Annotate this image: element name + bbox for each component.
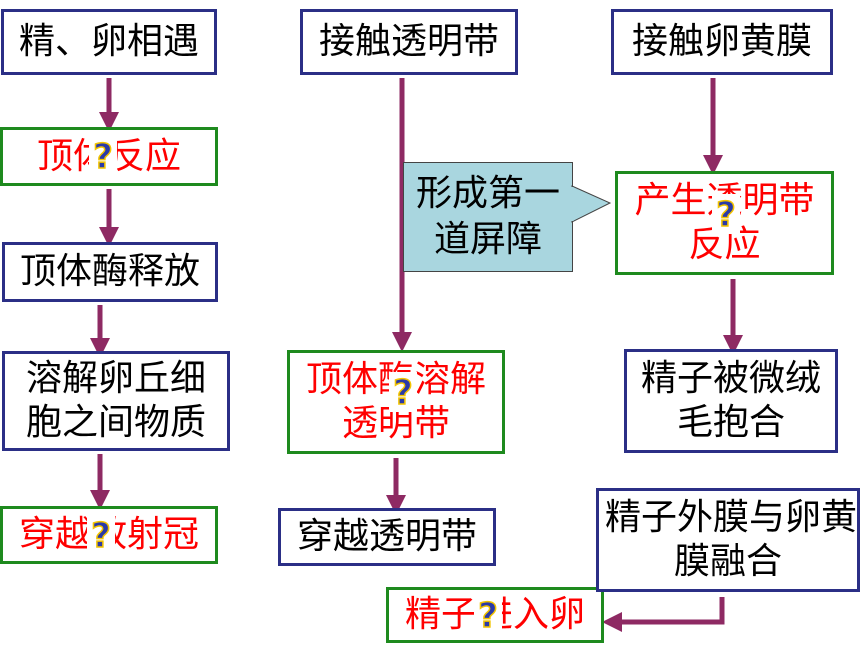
box-membrane-fusion: 精子外膜与卵黄 膜融合 [596, 488, 860, 592]
arrow-right-3 [602, 597, 725, 632]
question-mark-icon: ? [712, 194, 740, 234]
box-label-line1: 溶解卵丘细 [25, 358, 206, 399]
question-mark-icon: ? [389, 372, 417, 412]
box-zona-reaction: 产生透明带 反应 [615, 171, 834, 275]
box-label: 精、卵相遇 [18, 21, 199, 62]
box-cross-zona: 穿越透明带 [278, 508, 496, 566]
box-label-line2: 膜融合 [673, 541, 782, 582]
svg-text:?: ? [91, 517, 111, 553]
box-label-line2: 毛抱合 [676, 402, 785, 443]
box-label-line2: 胞之间物质 [25, 402, 206, 443]
callout-line1: 形成第一 [415, 173, 560, 214]
question-mark-icon: ? [89, 136, 117, 176]
callout-line2: 道屏障 [433, 219, 542, 260]
box-label: 穿越透明带 [296, 516, 477, 557]
svg-text:?: ? [478, 597, 498, 633]
svg-text:?: ? [716, 196, 736, 232]
box-sperm-egg-meet: 精、卵相遇 [1, 9, 217, 75]
box-acrosome-enzyme-release: 顶体酶释放 [2, 242, 218, 302]
svg-text:?: ? [393, 374, 413, 410]
callout-first-barrier: 形成第一 道屏障 [403, 162, 573, 272]
box-label: 接触卵黄膜 [631, 21, 812, 62]
box-label: 接触透明带 [318, 21, 499, 62]
svg-text:?: ? [93, 138, 113, 174]
box-microvilli-embrace: 精子被微绒 毛抱合 [624, 349, 838, 453]
question-mark-icon: ? [474, 595, 502, 635]
box-contact-vitelline: 接触卵黄膜 [611, 9, 833, 75]
box-label-line1: 精子外膜与卵黄 [605, 497, 858, 538]
box-label: 顶体酶释放 [19, 251, 200, 292]
box-label-line1: 精子被微绒 [640, 358, 821, 399]
box-dissolve-cumulus: 溶解卵丘细 胞之间物质 [2, 351, 230, 451]
box-contact-zona: 接触透明带 [300, 9, 518, 75]
question-mark-icon: ? [87, 515, 115, 555]
box-enzyme-dissolves-zona: 顶体酶溶解 透明带 [287, 350, 505, 454]
